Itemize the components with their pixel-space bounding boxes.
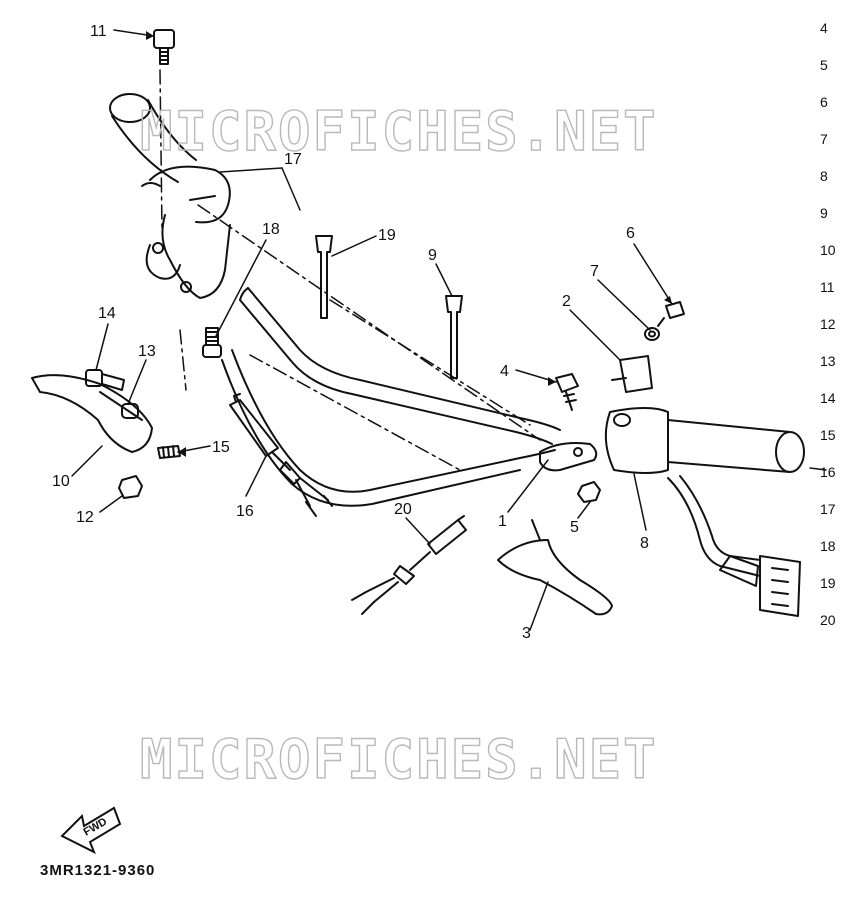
callout-4: 4: [500, 363, 509, 380]
callout-20: 20: [394, 501, 412, 518]
callout-6: 6: [626, 225, 635, 242]
callout-8: 8: [640, 535, 649, 552]
watermark-bottom: MICROFICHES.NET: [140, 728, 658, 791]
callout-2: 2: [562, 293, 571, 310]
callout-14: 14: [98, 305, 116, 322]
index-item: 6: [820, 94, 828, 110]
switch-20: [351, 515, 467, 615]
cable-tie-9: [445, 295, 463, 379]
clamp-2: [611, 355, 653, 393]
index-item: 16: [820, 464, 836, 480]
callout-10: 10: [52, 473, 70, 490]
switch-16: [229, 393, 333, 517]
callout-12: 12: [76, 509, 94, 526]
callout-3: 3: [522, 625, 531, 642]
callout-17: 17: [284, 151, 302, 168]
collar-13: [121, 403, 139, 419]
watermark-top: MICROFICHES.NET: [140, 100, 658, 163]
index-item: 11: [820, 279, 835, 295]
callout-5: 5: [570, 519, 579, 536]
left-grip-assembly: [109, 93, 231, 299]
bolt-14: [85, 369, 125, 391]
bolt-4: [555, 373, 579, 411]
drawing-code: 3MR1321-9360: [40, 862, 156, 879]
clutch-lever-10: [31, 374, 153, 453]
index-item: 13: [820, 353, 836, 369]
nut-12: [118, 475, 143, 499]
index-item: 10: [820, 242, 836, 258]
washer-7: [644, 327, 660, 341]
callout-15: 15: [212, 439, 230, 456]
fwd-arrow-icon: FWD: [60, 806, 122, 855]
index-item: 19: [820, 575, 836, 591]
right-grip-assembly-8: [604, 407, 805, 617]
bolt-11: [153, 29, 175, 65]
index-item: 15: [820, 427, 836, 443]
index-item: 9: [820, 205, 828, 221]
handlebar: [221, 287, 561, 507]
bracket-1: [539, 442, 598, 472]
callout-16: 16: [236, 503, 254, 520]
brake-lever-3: [497, 519, 613, 616]
index-item: 12: [820, 316, 836, 332]
index-item: 7: [820, 131, 828, 147]
callout-1: 1: [498, 513, 507, 530]
index-item: 4: [820, 20, 828, 36]
index-item: 17: [820, 501, 836, 517]
screw-18: [202, 327, 222, 358]
callout-9: 9: [428, 247, 437, 264]
callout-18: 18: [262, 221, 280, 238]
index-item: 20: [820, 612, 836, 628]
nut-5: [577, 481, 601, 503]
index-item: 18: [820, 538, 836, 554]
callout-19: 19: [378, 227, 396, 244]
index-item: 8: [820, 168, 828, 184]
bolt-6: [657, 301, 685, 327]
cable-tie-19: [315, 235, 333, 319]
index-item: 5: [820, 57, 828, 73]
callout-7: 7: [590, 263, 599, 280]
callout-11: 11: [90, 23, 107, 40]
alignment-lines: [159, 69, 541, 471]
callout-13: 13: [138, 343, 156, 360]
leader-arrows: [146, 31, 672, 457]
index-item: 14: [820, 390, 836, 406]
leader-lines: [71, 29, 827, 631]
screw-15: [157, 445, 181, 459]
